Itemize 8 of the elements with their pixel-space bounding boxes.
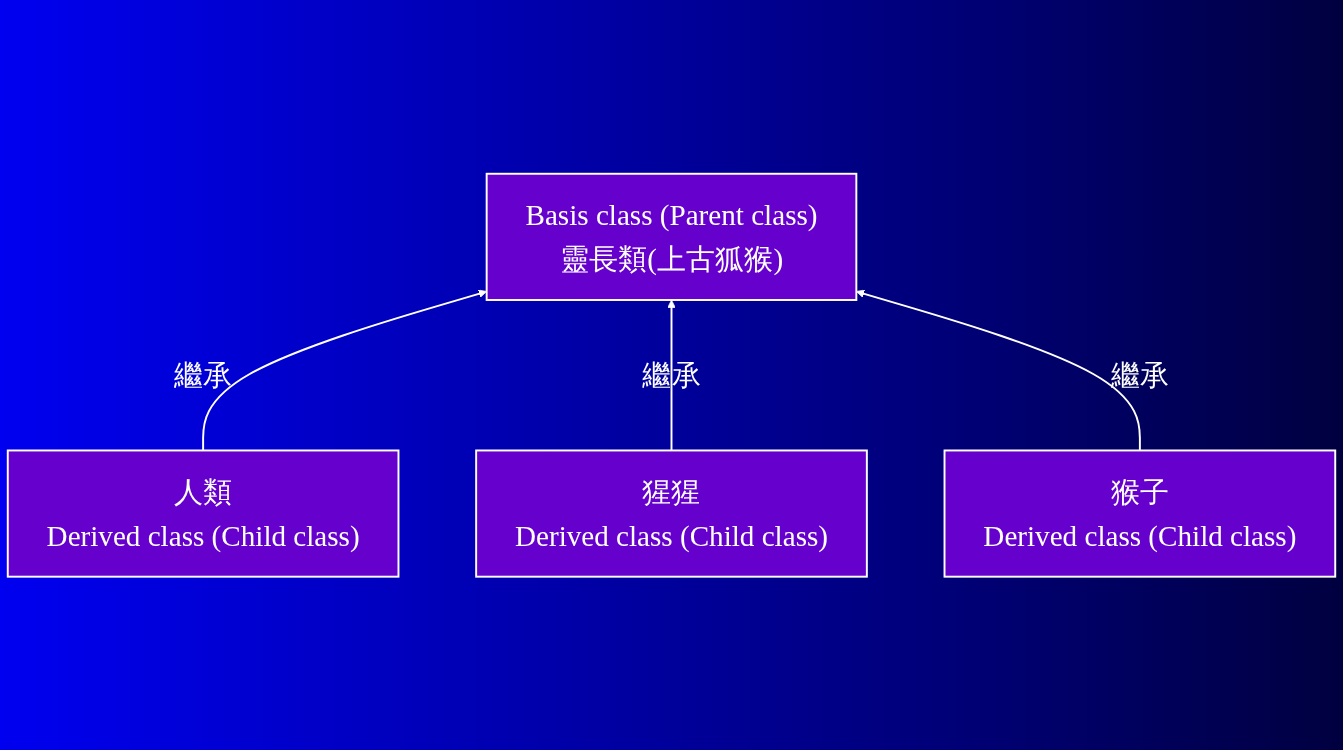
arrow [667,299,676,452]
node-box: 猩猩 Derived class (Child class) [475,449,868,578]
edge-label: 繼承 [1110,358,1169,392]
edge-label: 繼承 [642,358,701,392]
node-box: Basis class (Parent class) 靈長類(上古狐猴) [485,172,858,301]
edge-label: 繼承 [174,358,233,392]
node-box: 人類 Derived class (Child class) [6,449,400,578]
node-box: 猴子 Derived class (Child class) [943,449,1337,578]
